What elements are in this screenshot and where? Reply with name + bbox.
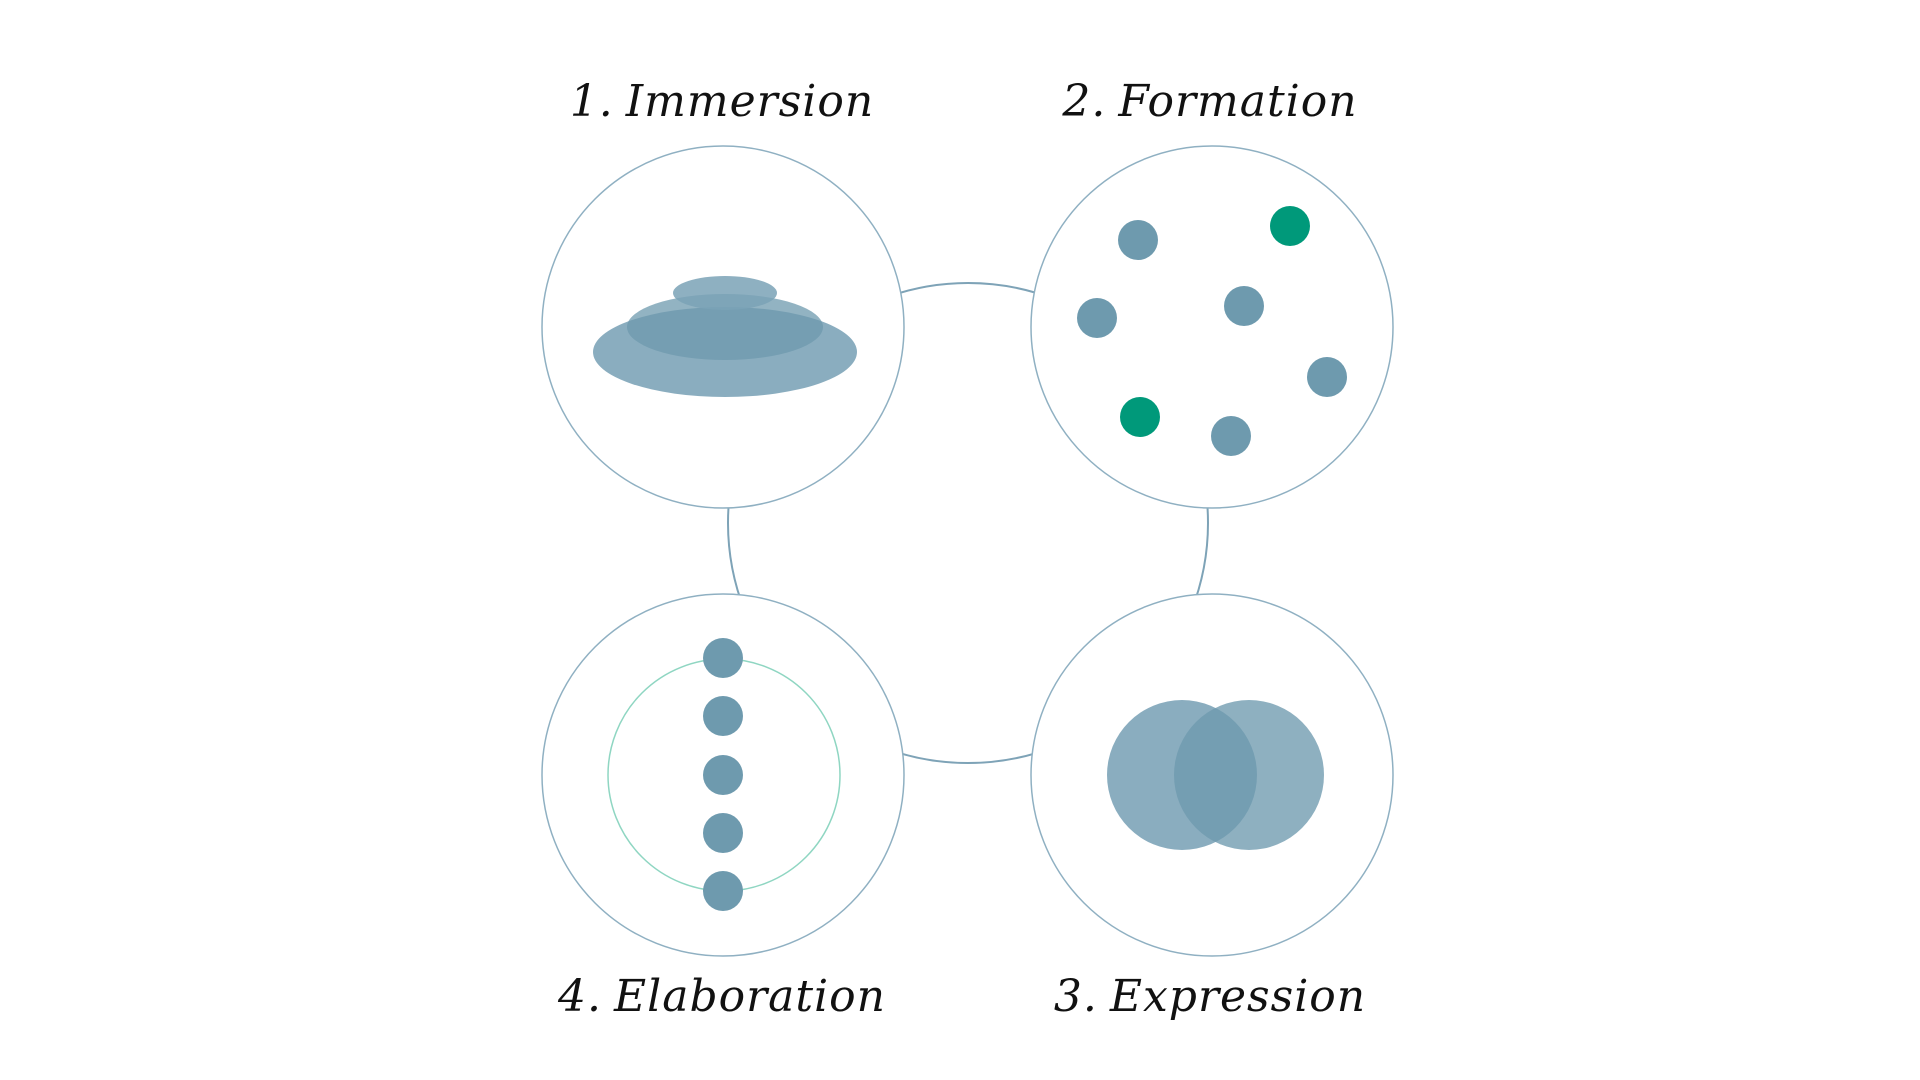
immersion-stack-icon xyxy=(593,276,857,397)
formation-dot xyxy=(1224,286,1264,326)
immersion-layer-top xyxy=(673,276,777,310)
formation-dot xyxy=(1307,357,1347,397)
expression-circle-right xyxy=(1174,700,1324,850)
stage-label-immersion: 1.Immersion xyxy=(512,80,932,124)
elaboration-dot xyxy=(703,696,743,736)
stage-label-expression: 3.Expression xyxy=(1000,975,1420,1019)
formation-scatter-icon xyxy=(1077,206,1347,456)
immersion-layer-middle xyxy=(627,294,823,360)
elaboration-dot xyxy=(703,871,743,911)
stage-number: 1. xyxy=(569,76,614,127)
formation-dot xyxy=(1118,220,1158,260)
stage-name: Formation xyxy=(1118,76,1358,127)
stage-name: Immersion xyxy=(625,76,875,127)
formation-dot xyxy=(1211,416,1251,456)
formation-dot xyxy=(1077,298,1117,338)
elaboration-column-icon xyxy=(607,638,841,911)
stage-number: 4. xyxy=(558,971,603,1022)
stage-label-elaboration: 4.Elaboration xyxy=(512,975,932,1019)
stage-name: Expression xyxy=(1109,971,1367,1022)
stage-name: Elaboration xyxy=(614,971,886,1022)
formation-dot-highlight xyxy=(1120,397,1160,437)
connector-ring xyxy=(727,282,1209,764)
elaboration-dot xyxy=(703,755,743,795)
elaboration-dot xyxy=(703,638,743,678)
stage-number: 2. xyxy=(1062,76,1107,127)
stage-number: 3. xyxy=(1053,971,1098,1022)
formation-dot-highlight xyxy=(1270,206,1310,246)
elaboration-dot xyxy=(703,813,743,853)
stage-label-formation: 2.Formation xyxy=(1000,80,1420,124)
expression-venn-icon xyxy=(1107,700,1324,850)
